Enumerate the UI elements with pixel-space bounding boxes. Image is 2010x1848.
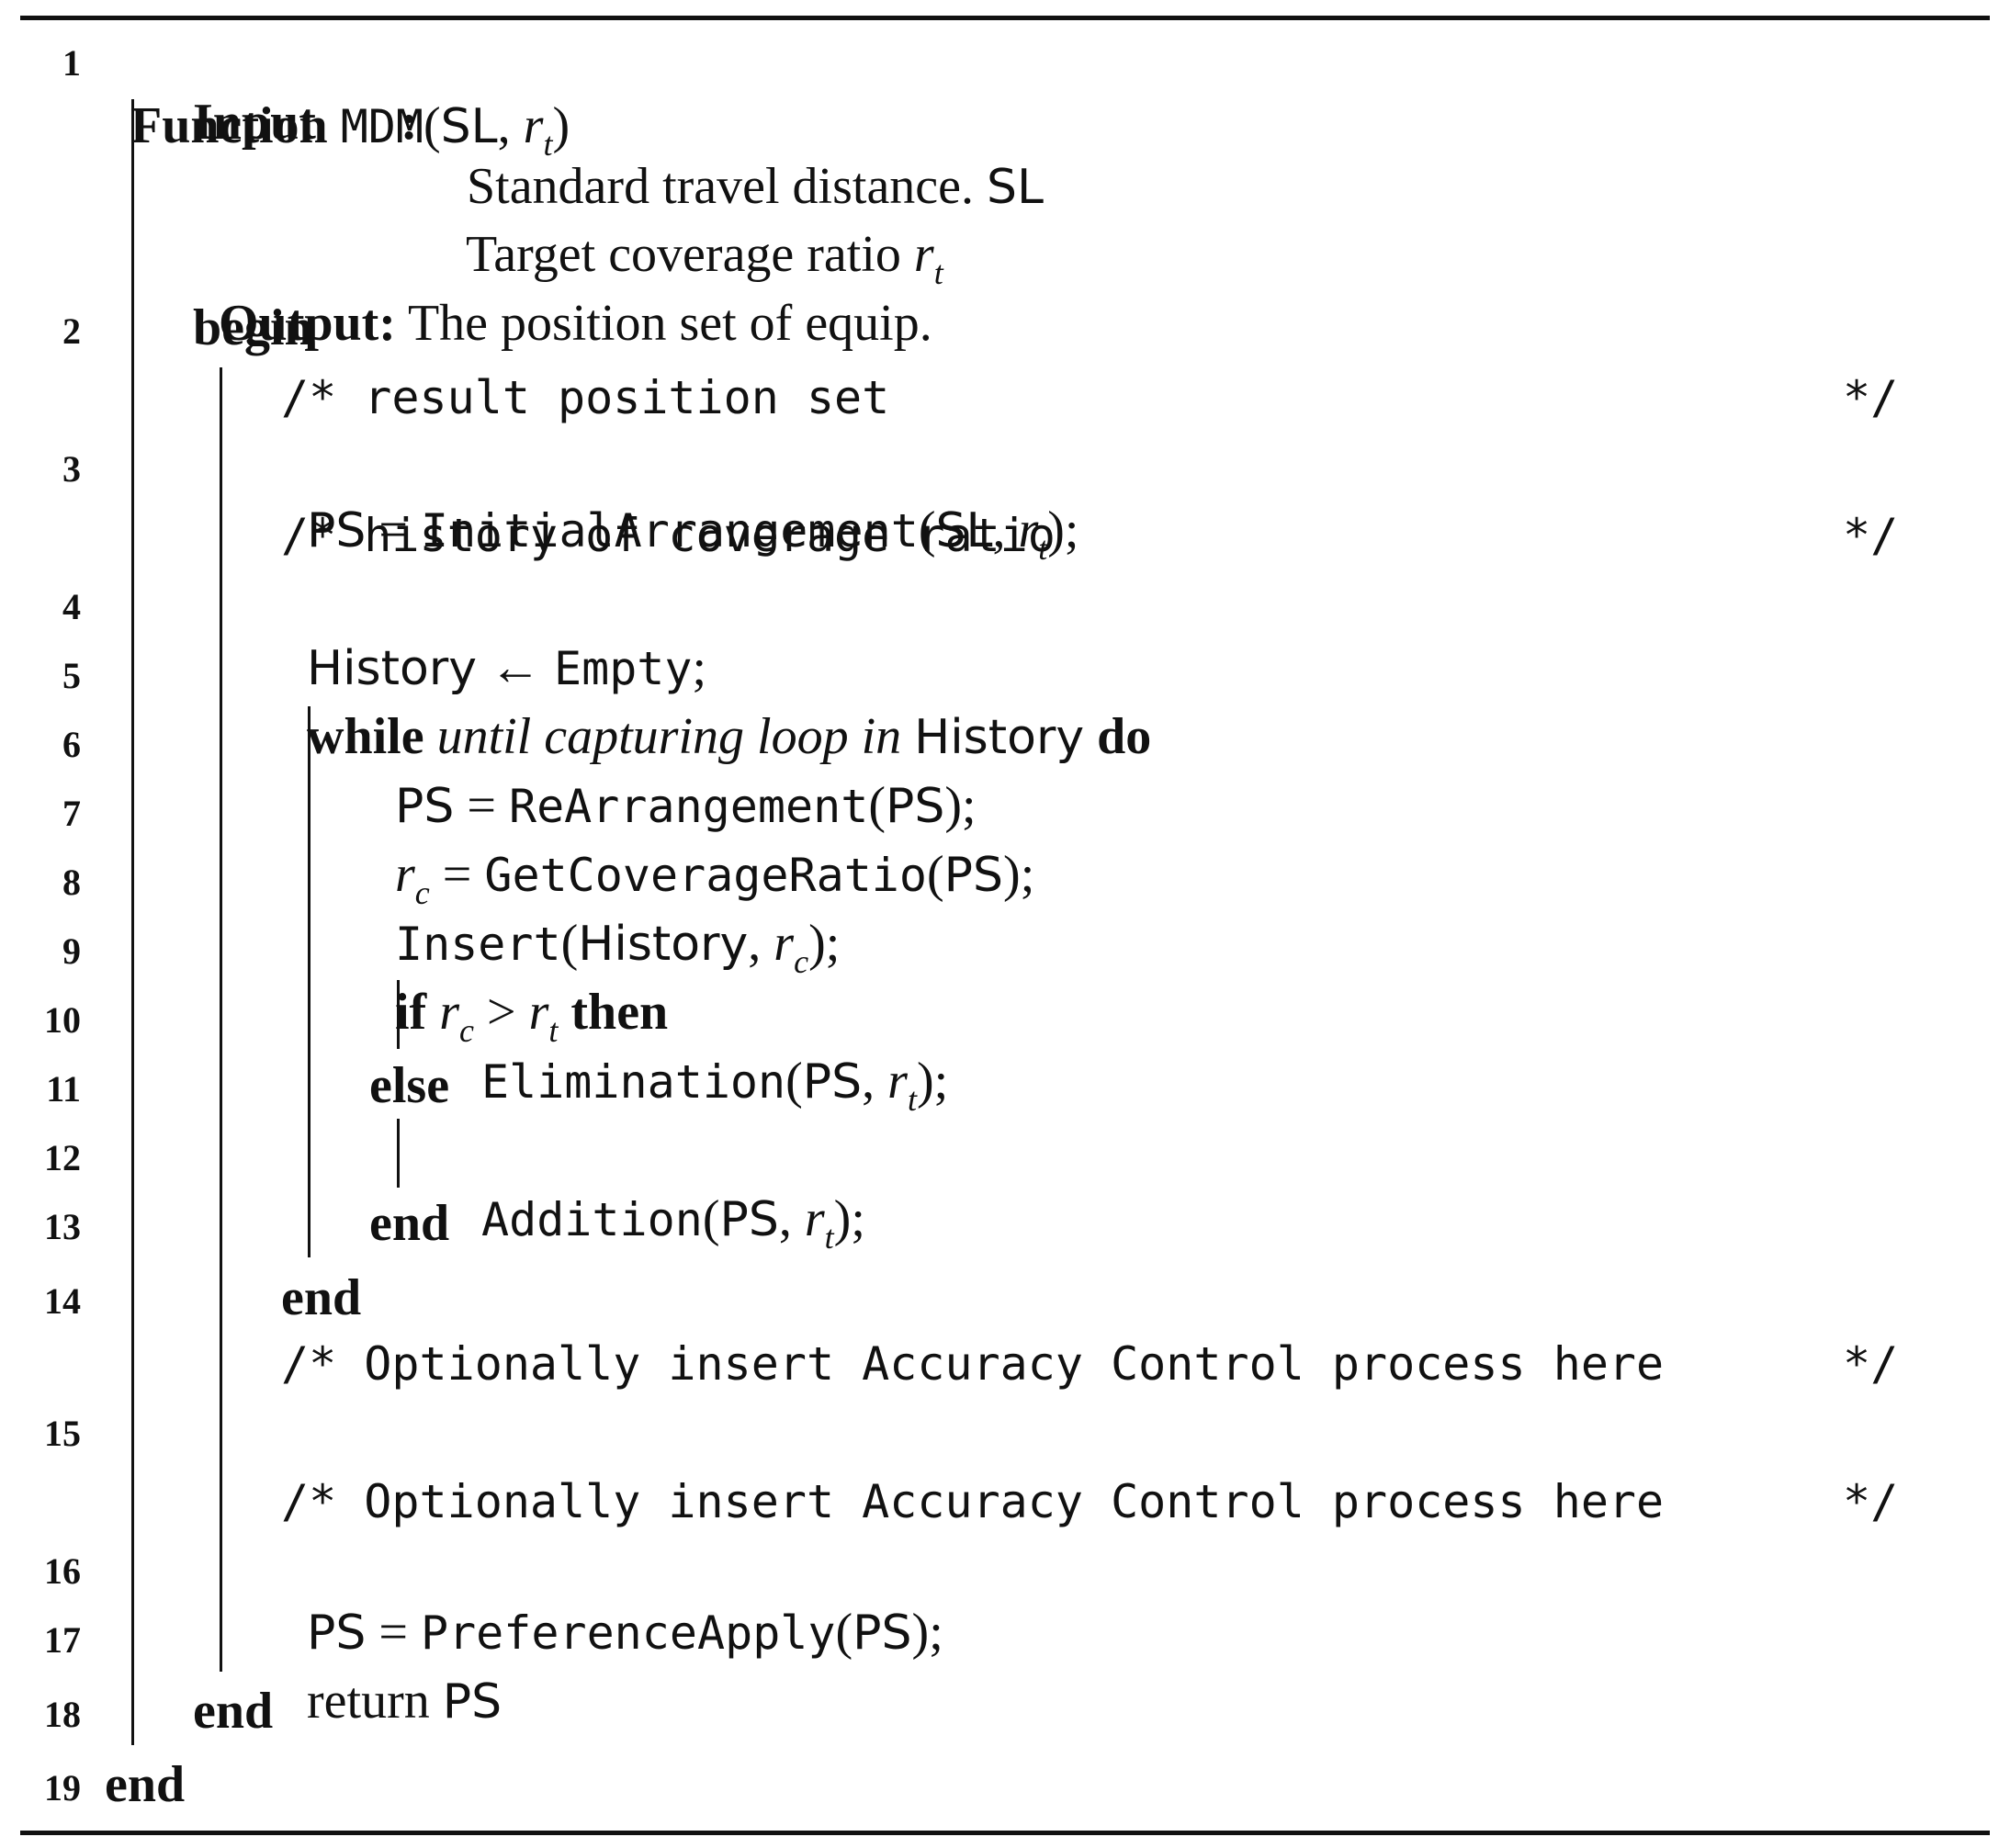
input-colon: : bbox=[401, 94, 418, 151]
end-function-keyword: end bbox=[105, 1756, 186, 1813]
get-coverage-ratio-line: rc = GetCoverageRatio(PS); bbox=[395, 846, 1035, 911]
end-while-keyword: end bbox=[281, 1269, 362, 1326]
line-number: 8 bbox=[62, 862, 81, 903]
while-loop-line: while until capturing loop in History do bbox=[307, 708, 1152, 765]
function-block-bar bbox=[131, 99, 134, 1745]
else-block-bar bbox=[397, 1119, 400, 1188]
line-number: 12 bbox=[44, 1137, 81, 1178]
preference-apply-line: PS = PreferenceApply(PS); bbox=[307, 1604, 943, 1661]
else-keyword: else bbox=[369, 1057, 450, 1114]
line-number: 1 bbox=[62, 42, 81, 84]
top-rule bbox=[20, 16, 1990, 20]
return-line: return PS bbox=[307, 1673, 502, 1730]
comment-close: */ bbox=[1843, 1337, 1899, 1391]
input-label: Input bbox=[193, 94, 316, 151]
elimination-line: Elimination(PS, rt); bbox=[481, 1053, 949, 1118]
line-number: 17 bbox=[44, 1619, 81, 1661]
line-number: 10 bbox=[44, 999, 81, 1041]
begin-keyword: begin bbox=[193, 299, 313, 356]
history-init-line: History ← Empty; bbox=[307, 639, 707, 696]
comment-accuracy-control: /* Optionally insert Accuracy Control pr… bbox=[281, 1337, 1665, 1391]
then-block-bar bbox=[397, 980, 400, 1049]
function-signature: Function MDM(SL, rt) bbox=[130, 97, 570, 163]
bottom-rule bbox=[20, 1831, 1990, 1835]
line-number: 11 bbox=[46, 1068, 81, 1110]
comment-result-position-set: /* result position set bbox=[281, 371, 890, 424]
output-line: Output: The position set of equip. bbox=[219, 295, 932, 352]
while-block-bar bbox=[308, 706, 311, 1257]
line-number: 13 bbox=[44, 1206, 81, 1247]
insert-history-line: Insert(History, rc); bbox=[395, 915, 841, 980]
comment-accuracy-control: /* Optionally insert Accuracy Control pr… bbox=[281, 1475, 1665, 1528]
line-number: 14 bbox=[44, 1280, 81, 1322]
comment-close: */ bbox=[1843, 371, 1899, 424]
line-number: 3 bbox=[62, 448, 81, 490]
comment-history-of-coverage-ratio: /* history of coverage ratio bbox=[281, 509, 1056, 562]
addition-line: Addition(PS, rt); bbox=[481, 1190, 865, 1256]
line-number: 2 bbox=[62, 310, 81, 352]
begin-block-bar bbox=[220, 367, 222, 1672]
line-number: 16 bbox=[44, 1550, 81, 1592]
comment-close: */ bbox=[1843, 509, 1899, 562]
end-begin-keyword: end bbox=[193, 1683, 274, 1740]
line-number: 18 bbox=[44, 1694, 81, 1735]
comment-close: */ bbox=[1843, 1475, 1899, 1528]
rearrangement-line: PS = ReArrangement(PS); bbox=[395, 777, 977, 834]
line-number: 9 bbox=[62, 930, 81, 972]
line-number: 15 bbox=[44, 1413, 81, 1454]
if-condition-line: if rc > rt then bbox=[395, 984, 669, 1049]
line-number: 19 bbox=[44, 1767, 81, 1809]
line-number: 7 bbox=[62, 793, 81, 834]
input-target-coverage-ratio: Target coverage ratio rt bbox=[466, 226, 943, 291]
input-standard-travel-distance: Standard travel distance. SL bbox=[467, 158, 1044, 215]
line-number: 5 bbox=[62, 655, 81, 696]
initial-arrangement-line: PS = InitialArrangement(SL, rt); bbox=[307, 501, 1079, 567]
end-if-keyword: end bbox=[369, 1195, 450, 1252]
line-number: 4 bbox=[62, 586, 81, 627]
line-number: 6 bbox=[62, 724, 81, 765]
